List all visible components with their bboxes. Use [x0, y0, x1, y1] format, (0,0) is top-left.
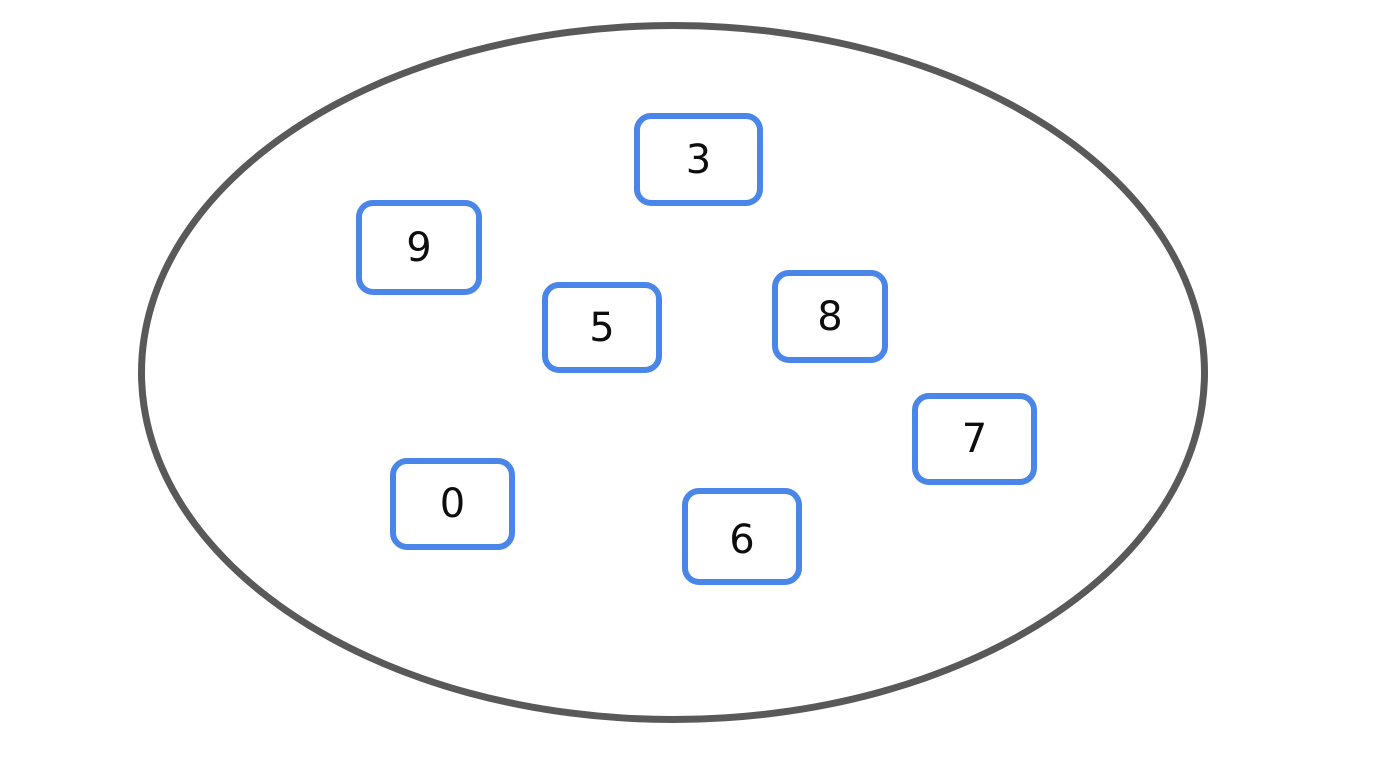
card-digit: 3	[685, 136, 712, 183]
card-digit: 7	[961, 416, 988, 462]
number-card-7[interactable]: 7	[912, 393, 1037, 485]
number-card-5[interactable]: 5	[542, 282, 662, 373]
card-digit: 6	[729, 516, 755, 563]
card-digit: 9	[406, 224, 432, 271]
card-digit: 0	[439, 481, 466, 527]
number-card-6[interactable]: 6	[682, 488, 802, 585]
number-card-9[interactable]: 9	[356, 200, 482, 295]
number-card-3[interactable]: 3	[634, 113, 763, 206]
number-card-0[interactable]: 0	[390, 458, 515, 550]
card-digit: 8	[817, 293, 843, 340]
set-boundary-ellipse	[138, 22, 1208, 723]
number-card-8[interactable]: 8	[772, 270, 888, 363]
card-digit: 5	[589, 304, 615, 351]
